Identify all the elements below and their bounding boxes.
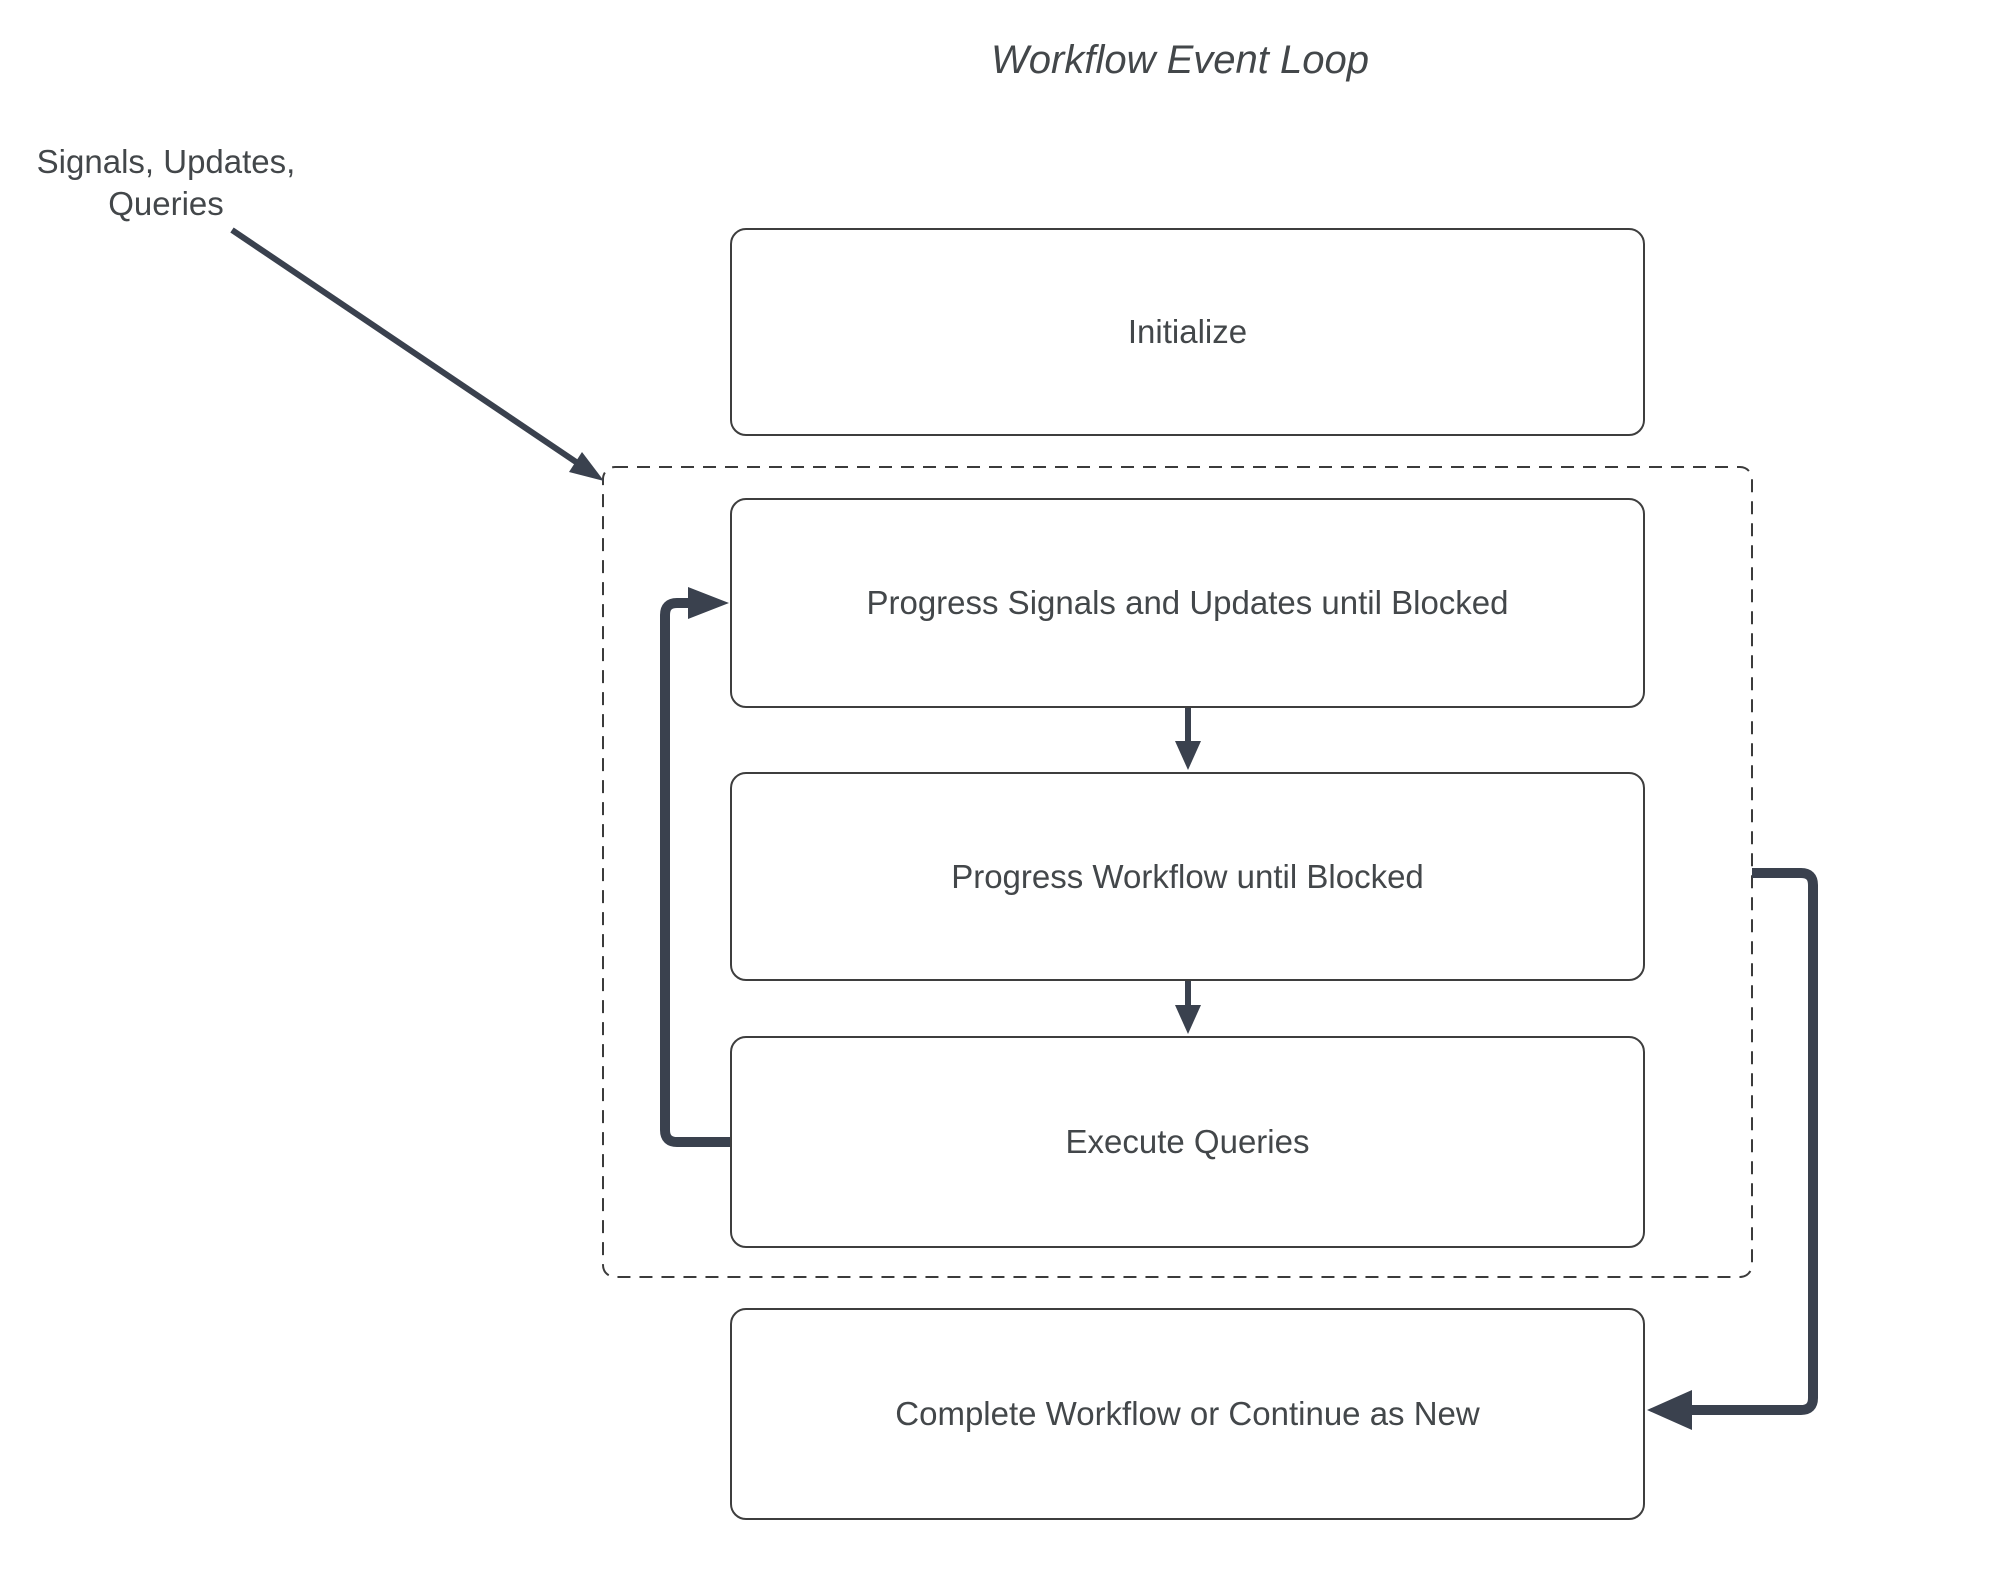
edge-progress-workflow-to-execute-queries	[1175, 979, 1201, 1034]
arrowhead	[688, 587, 729, 619]
node-label: Progress Signals and Updates until Block…	[866, 584, 1509, 621]
node-label: Complete Workflow or Continue as New	[895, 1395, 1480, 1432]
node-complete-workflow: Complete Workflow or Continue as New	[730, 1308, 1645, 1520]
edge-line	[660, 598, 730, 1147]
node-execute-queries: Execute Queries	[730, 1036, 1645, 1248]
arrowhead	[1175, 1005, 1201, 1034]
arrowhead	[569, 452, 604, 481]
external-input-label: Signals, Updates, Queries	[36, 143, 296, 222]
edge-progress-signals-to-progress-workflow	[1175, 706, 1201, 770]
diagram-title: Workflow Event Loop	[991, 38, 1369, 82]
edge-loop-to-complete-workflow	[1647, 868, 1818, 1430]
node-label: Initialize	[1127, 313, 1248, 350]
node-label: Execute Queries	[1065, 1123, 1310, 1160]
arrowhead	[1647, 1390, 1692, 1430]
edge-loopback-execute-queries-to-progress-signals	[660, 587, 730, 1147]
node-label: Progress Workflow until Blocked	[951, 857, 1424, 895]
edge-line	[230, 227, 581, 467]
arrowhead	[1175, 741, 1201, 770]
node-initialize: Initialize	[730, 228, 1645, 436]
node-progress-workflow: Progress Workflow until Blocked	[730, 772, 1645, 981]
event-loop-region	[602, 466, 1753, 1278]
node-progress-signals-updates: Progress Signals and Updates until Block…	[730, 498, 1645, 708]
edge-line	[1692, 868, 1818, 1415]
edge-external-input	[230, 227, 604, 481]
